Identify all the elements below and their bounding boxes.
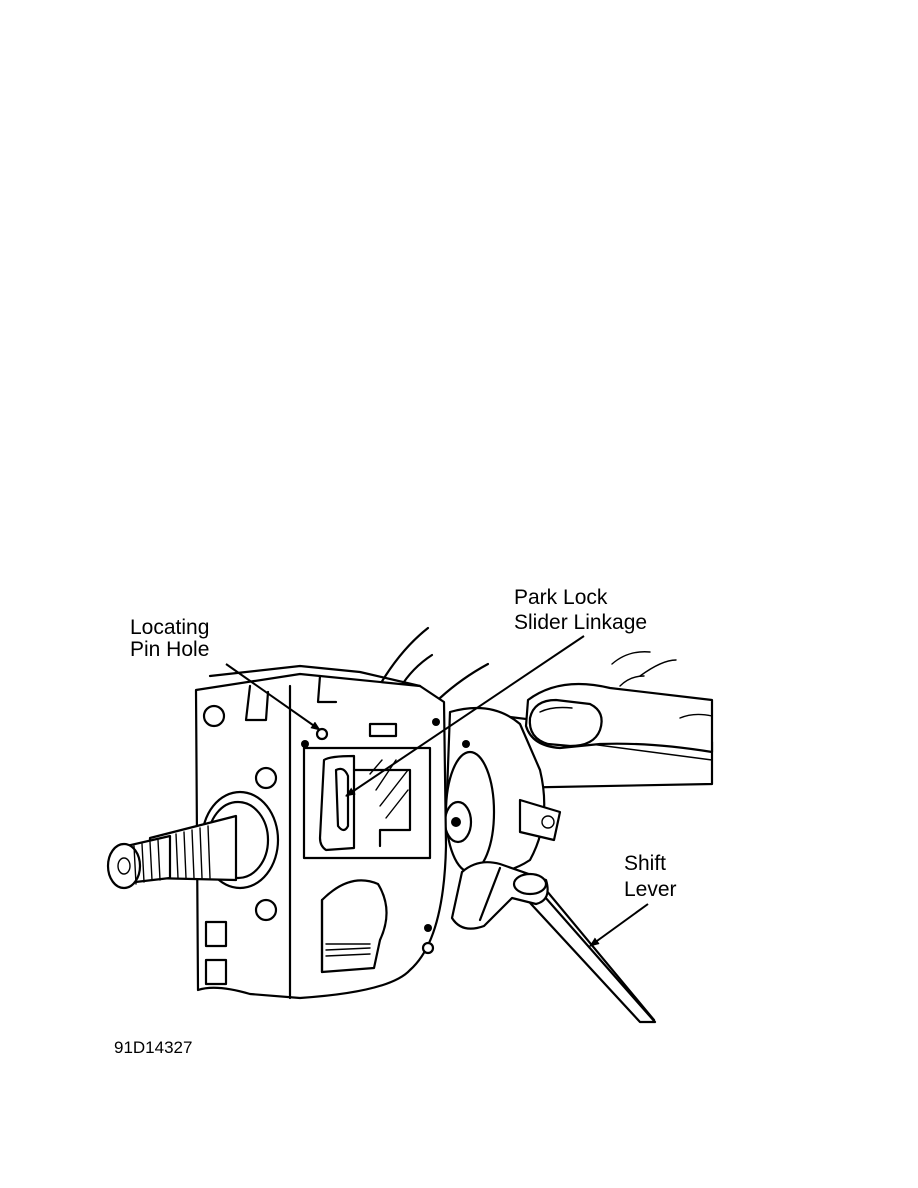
park-lock-line1: Park Lock	[514, 586, 608, 609]
shift-lever-leader	[589, 903, 649, 947]
locating-pin-hole-line2: Pin Hole	[130, 638, 209, 661]
shift-lever-line2: Lever	[624, 878, 677, 901]
shift-lever-label: Shift Lever	[624, 852, 677, 901]
shift-lever-line1: Shift	[624, 852, 666, 875]
lock-housing	[194, 664, 470, 1000]
locating-pin-hole-leader	[225, 663, 321, 731]
park-lock-slider-linkage-leader	[345, 635, 585, 797]
park-lock-slider-linkage-label: Park Lock Slider Linkage	[514, 586, 647, 634]
locating-pin-hole-line1: Locating	[130, 616, 209, 639]
locating-pin-hole-label: Locating Pin Hole	[130, 616, 215, 661]
park-lock-line2: Slider Linkage	[514, 611, 647, 634]
steering-column-illustration	[106, 626, 714, 1024]
hand	[524, 651, 714, 754]
figure-code: 91D14327	[114, 1038, 192, 1057]
splined-shaft	[106, 790, 280, 890]
